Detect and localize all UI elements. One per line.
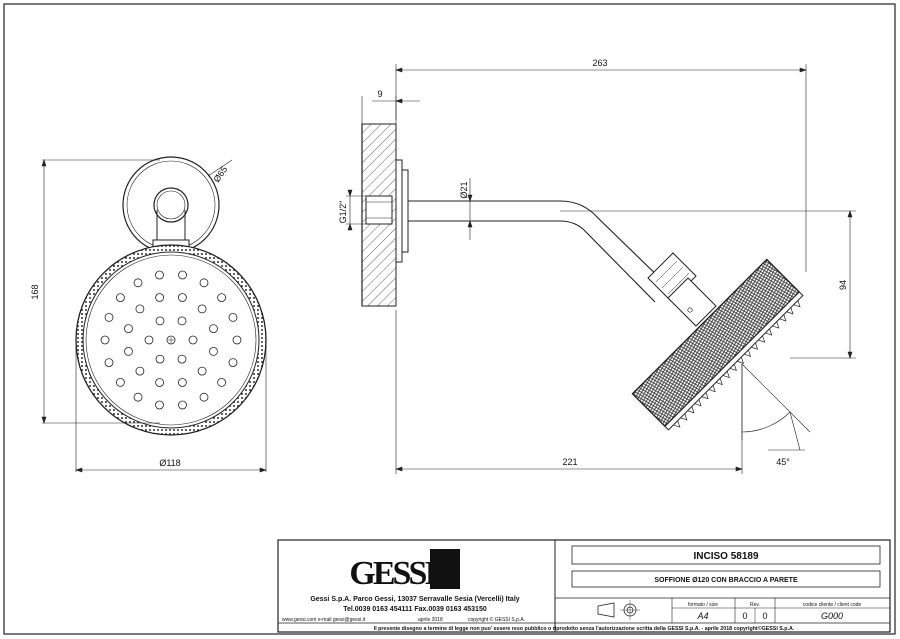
nozzle	[209, 346, 218, 356]
nozzle-tip	[673, 420, 681, 428]
rev-value-2: 0	[762, 611, 767, 621]
nozzle-tip	[701, 392, 709, 400]
spray-nozzles	[100, 270, 242, 410]
nozzle	[228, 312, 238, 322]
nozzle	[178, 270, 187, 280]
nozzle	[178, 400, 187, 410]
nozzle	[155, 354, 165, 364]
dim-wall-thickness: 9	[377, 89, 382, 99]
nozzle	[100, 335, 110, 345]
nozzle	[188, 335, 198, 345]
format-label: formato / size	[688, 602, 718, 608]
nozzle-tip	[708, 385, 716, 393]
dim-thread: G1/2"	[338, 201, 348, 224]
nozzle	[144, 335, 154, 345]
nozzle	[199, 392, 209, 402]
nozzle	[217, 293, 227, 303]
nozzle	[133, 278, 143, 288]
logo-square	[430, 549, 460, 589]
nozzle	[124, 324, 133, 334]
nozzle	[217, 377, 227, 387]
nozzle-tip	[729, 363, 737, 372]
nozzle	[116, 377, 125, 387]
title-block	[277, 539, 891, 633]
nozzle	[228, 358, 238, 368]
drawing-date: aprile 2018	[418, 617, 443, 623]
nozzle-tip	[722, 371, 730, 379]
dim-angle: 45°	[776, 457, 790, 467]
nozzle-tip	[793, 300, 801, 308]
dim-head-diameter: Ø118	[159, 458, 180, 468]
dim-drop: 94	[838, 280, 848, 290]
company-web: www.gessi.com e-mail gessi@gessi.it	[282, 617, 366, 623]
nozzle-tip	[694, 399, 702, 407]
side-view	[361, 123, 804, 431]
nozzle-tip	[744, 349, 752, 357]
dim-flange-diameter: Ø65	[211, 164, 229, 184]
nozzle	[177, 354, 187, 364]
nozzle	[133, 392, 143, 402]
format-value: A4	[696, 611, 708, 621]
nozzle-tip	[715, 378, 723, 386]
front-view-dimensions	[41, 159, 267, 473]
nozzle	[135, 304, 145, 314]
product-description: SOFFIONE Ø120 CON BRACCIO A PARETE	[654, 577, 798, 584]
nozzle	[177, 316, 187, 326]
footer-notice: Il presente disegno a termine di legge n…	[374, 625, 795, 632]
rev-value-1: 0	[742, 611, 747, 621]
nozzle	[199, 278, 209, 288]
nozzle	[116, 293, 125, 303]
client-code-label: codice cliente / client code	[803, 602, 862, 608]
nozzle-tip	[786, 307, 794, 315]
company-contact: Tel.0039 0163 454111 Fax.0039 0163 45315…	[343, 606, 487, 613]
nozzle	[197, 366, 207, 376]
nozzle-tip	[680, 413, 688, 421]
nozzle-tip	[736, 356, 745, 364]
nozzle	[209, 324, 218, 334]
nozzle-tip	[772, 321, 780, 329]
nozzle-tip	[751, 342, 759, 350]
nozzle	[177, 293, 187, 302]
dim-overall-length: 263	[592, 58, 607, 68]
dim-height: 168	[30, 284, 40, 299]
nozzle	[155, 400, 164, 410]
logo: GESSI	[349, 555, 437, 592]
copyright: copyright © GESSI S.p.A.	[468, 616, 525, 623]
client-code-value: G000	[821, 611, 843, 621]
nozzle	[197, 304, 207, 314]
nozzle	[155, 378, 165, 387]
nozzle-tip	[687, 406, 695, 414]
nozzle	[232, 335, 242, 345]
nozzle	[155, 293, 165, 302]
nozzle	[155, 316, 165, 326]
company-address: Gessi S.p.A. Parco Gessi, 13037 Serraval…	[310, 596, 519, 603]
projection-symbol-icon	[597, 600, 640, 620]
nozzle-tip	[765, 328, 773, 336]
nozzle-tip	[779, 314, 787, 322]
sheet-border	[3, 3, 896, 635]
rev-label: Rev.	[750, 602, 760, 608]
side-view-dimensions	[346, 64, 856, 474]
dim-projection: 221	[562, 457, 577, 467]
nozzle	[155, 270, 164, 280]
nozzle	[104, 358, 114, 368]
product-code: INCISO 58189	[693, 551, 758, 562]
front-view	[75, 156, 267, 436]
nozzle	[104, 312, 114, 322]
nozzle	[124, 346, 133, 356]
dim-arm-diameter: Ø21	[459, 181, 469, 198]
nozzle-tip	[758, 335, 766, 343]
nozzle	[135, 366, 145, 376]
nozzle	[177, 378, 187, 387]
